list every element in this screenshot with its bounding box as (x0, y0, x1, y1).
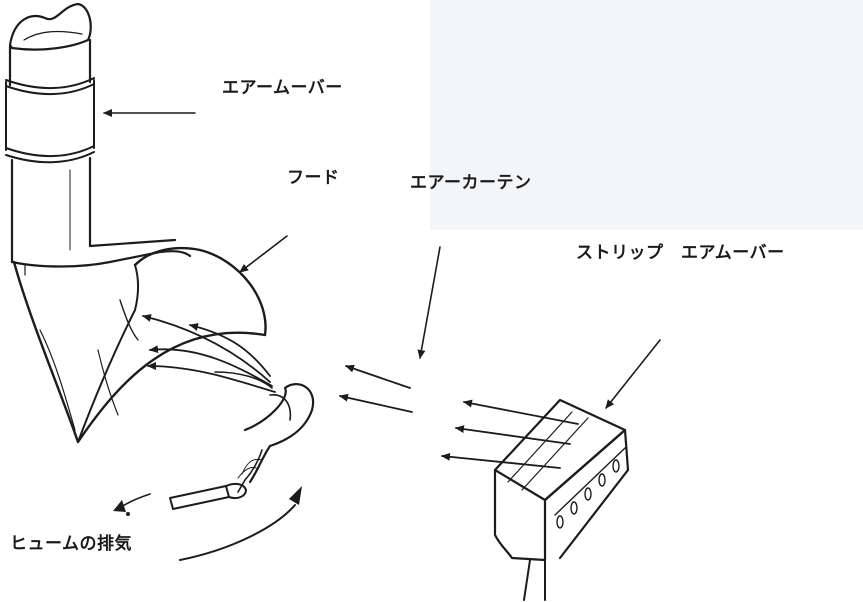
hood-airflow-arrows (142, 314, 276, 393)
strip-airflow-arrows (441, 399, 579, 469)
label-hood: フード (287, 168, 340, 188)
duct (5, 2, 192, 276)
fume-exhaust-arrows (113, 486, 302, 561)
scan-shading (430, 0, 863, 230)
label-air-mover: エアームーバー (222, 78, 343, 98)
air-curtain-arrows (339, 364, 413, 413)
label-strip-air-mover: ストリップ エアムーバー (576, 243, 785, 263)
hood (12, 246, 267, 444)
workpiece (126, 383, 315, 516)
label-fume-exhaust: ヒュームの排気 (10, 534, 132, 554)
label-air-curtain: エアーカーテン (410, 173, 532, 193)
strip-air-mover (493, 398, 630, 601)
label-pointers (103, 109, 661, 409)
